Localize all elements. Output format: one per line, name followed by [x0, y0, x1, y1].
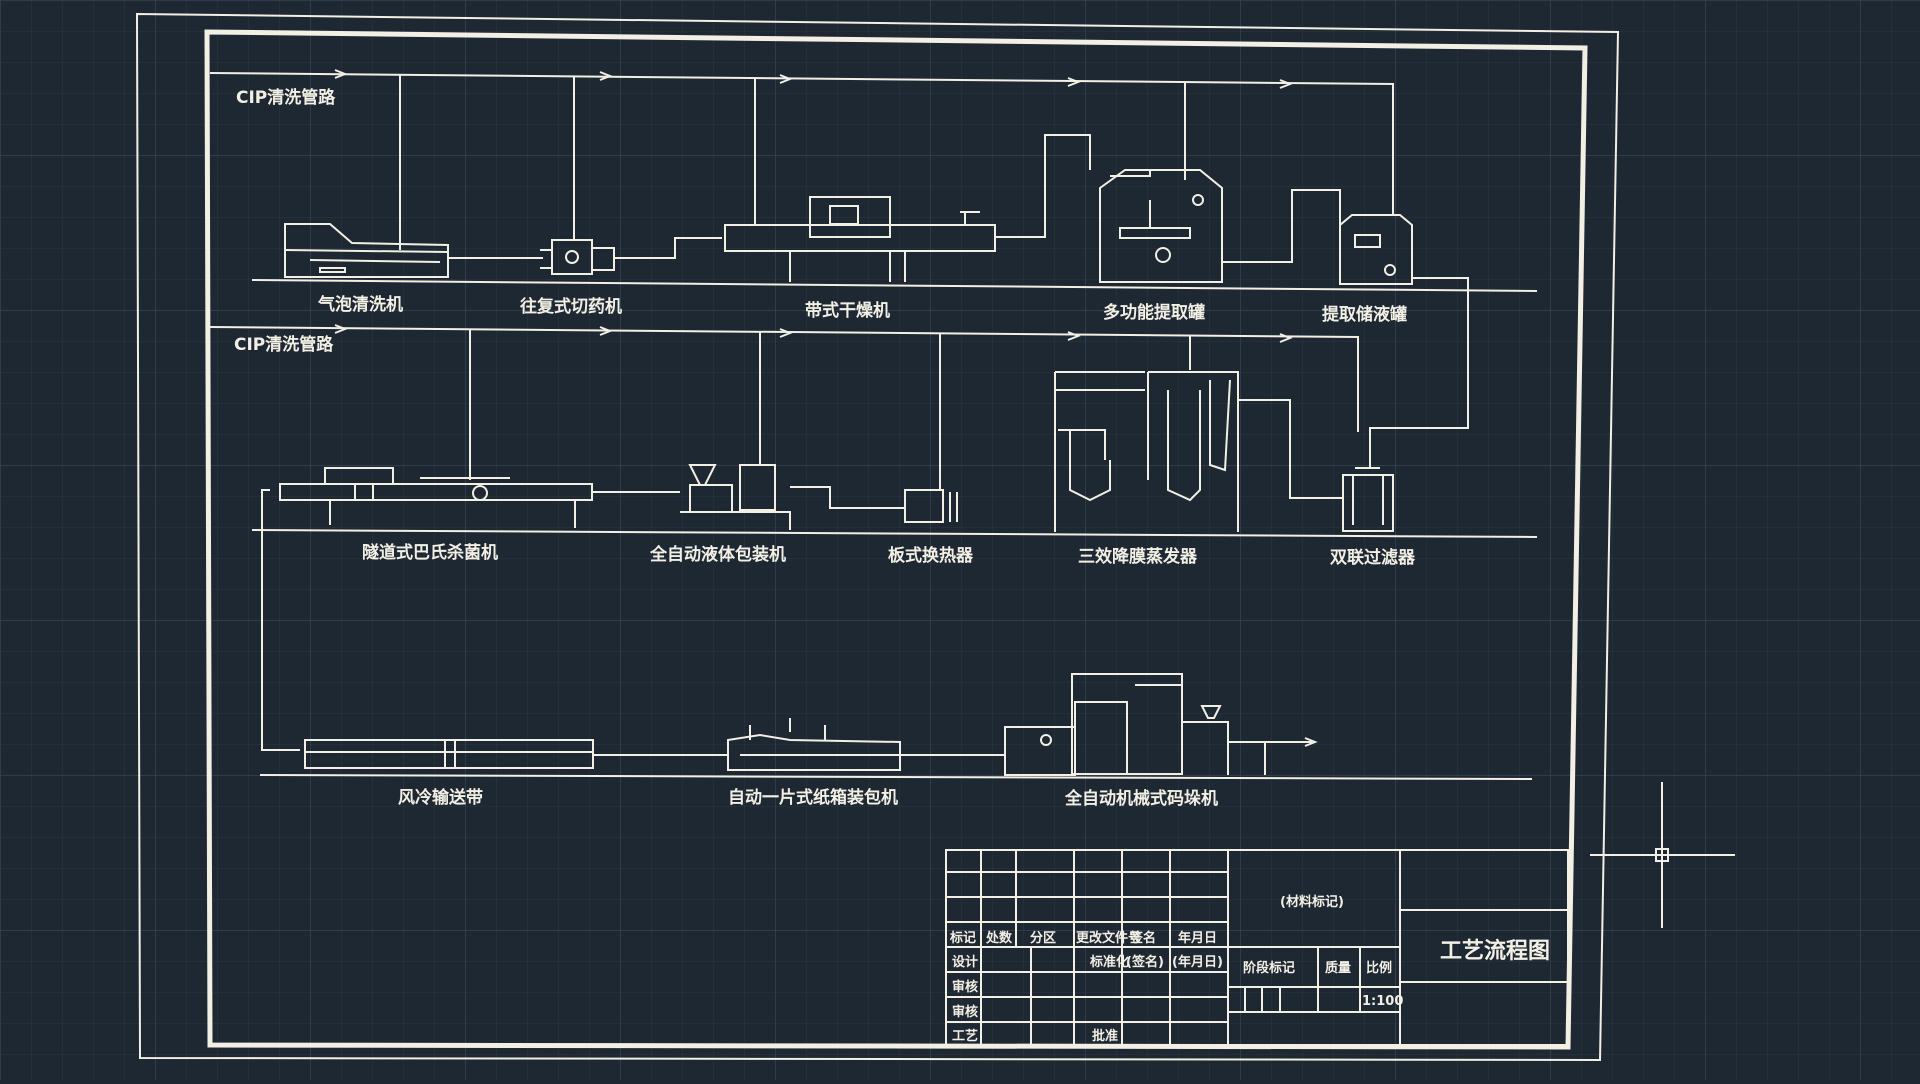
tb-design: 设计 — [952, 954, 978, 970]
label-extraction-tank: 多功能提取罐 — [1103, 302, 1205, 323]
crosshair-cursor-icon[interactable] — [1590, 782, 1735, 928]
tb-stage-mark: 阶段标记 — [1243, 960, 1295, 976]
tb-count: 处数 — [985, 930, 1013, 946]
label-pasteurizer: 隧道式巴氏杀菌机 — [362, 542, 498, 563]
multifunction-extraction-tank[interactable] — [1099, 169, 1223, 283]
cip-label-1: CIP清洗管路 — [236, 87, 336, 108]
label-duplex-filter: 双联过滤器 — [1330, 547, 1416, 568]
auto-liquid-packing-machine[interactable] — [592, 464, 791, 530]
tb-approve: 批准 — [1092, 1028, 1118, 1044]
plate-heat-exchanger[interactable] — [790, 486, 958, 523]
label-storage-tank: 提取储液罐 — [1322, 304, 1407, 325]
tb-audit: 审核 — [952, 1004, 978, 1020]
tb-scale-value: 1:100 — [1362, 994, 1403, 1009]
cip-pipeline-1 — [209, 69, 1394, 250]
cip-label-2: CIP清洗管路 — [234, 334, 334, 355]
tb-signature: 签名 — [1129, 930, 1156, 946]
floor-line-2 — [251, 529, 1538, 538]
label-liquid-packer: 全自动液体包装机 — [649, 544, 786, 565]
tb-ymd: 年月日 — [1178, 930, 1217, 946]
tb-zone: 分区 — [1030, 930, 1056, 946]
floor-line-3 — [259, 774, 1533, 780]
tb-material-mark: (材料标记) — [1280, 894, 1344, 910]
bubble-washer-machine[interactable] — [284, 223, 449, 278]
tb-change-doc: 更改文件号 — [1076, 930, 1141, 946]
label-heat-exchanger: 板式换热器 — [888, 545, 974, 566]
label-air-conveyor: 风冷输送带 — [398, 787, 483, 808]
tb-scale: 比例 — [1366, 960, 1392, 976]
tb-weight: 质量 — [1325, 960, 1351, 976]
auto-case-packer[interactable] — [727, 718, 1005, 771]
outer-frame — [135, 12, 1620, 1062]
belt-dryer[interactable] — [614, 134, 1091, 282]
label-case-packer: 自动一片式纸箱装包机 — [728, 787, 898, 808]
label-palletizer: 全自动机械式码垛机 — [1064, 788, 1218, 809]
tb-review: 审核 — [952, 979, 978, 995]
label-evaporator: 三效降膜蒸发器 — [1078, 546, 1198, 567]
tb-process: 工艺 — [952, 1028, 978, 1044]
duplex-filter[interactable] — [1342, 467, 1394, 532]
triple-effect-falling-film-evaporator[interactable] — [1054, 371, 1343, 532]
auto-mechanical-palletizer[interactable] — [1004, 673, 1318, 776]
cip-pipeline-2 — [209, 324, 1359, 490]
floor-line-1 — [251, 279, 1538, 292]
label-belt-dryer: 带式干燥机 — [805, 300, 890, 321]
label-reciprocating-cutter: 往复式切药机 — [520, 296, 622, 317]
tb-date: (年月日) — [1172, 954, 1223, 970]
label-bubble-washer: 气泡清洗机 — [317, 294, 403, 315]
title-block — [945, 849, 1569, 1046]
air-cooled-conveyor[interactable] — [304, 739, 728, 769]
tb-sign: (签名) — [1126, 954, 1164, 970]
tb-mark: 标记 — [949, 930, 976, 946]
extraction-storage-tank[interactable] — [1222, 189, 1469, 468]
tb-title: 工艺流程图 — [1440, 938, 1550, 964]
tb-standardize: 标准化 — [1089, 954, 1129, 970]
inner-frame — [204, 29, 1588, 1050]
